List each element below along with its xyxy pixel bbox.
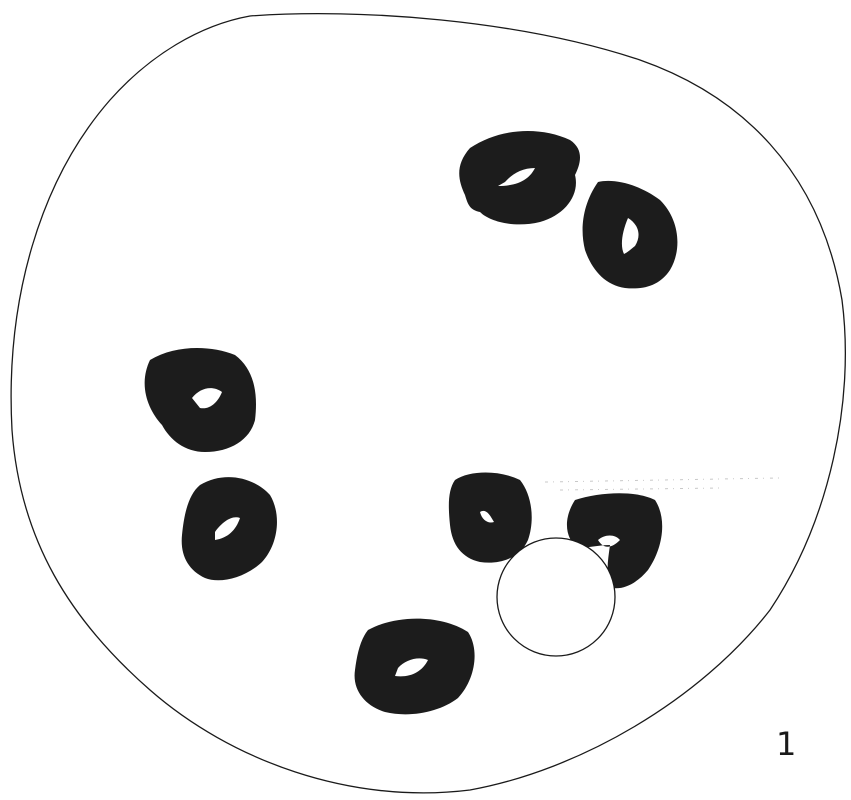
figure-number: 1 xyxy=(776,728,796,760)
open-circle xyxy=(497,538,615,656)
